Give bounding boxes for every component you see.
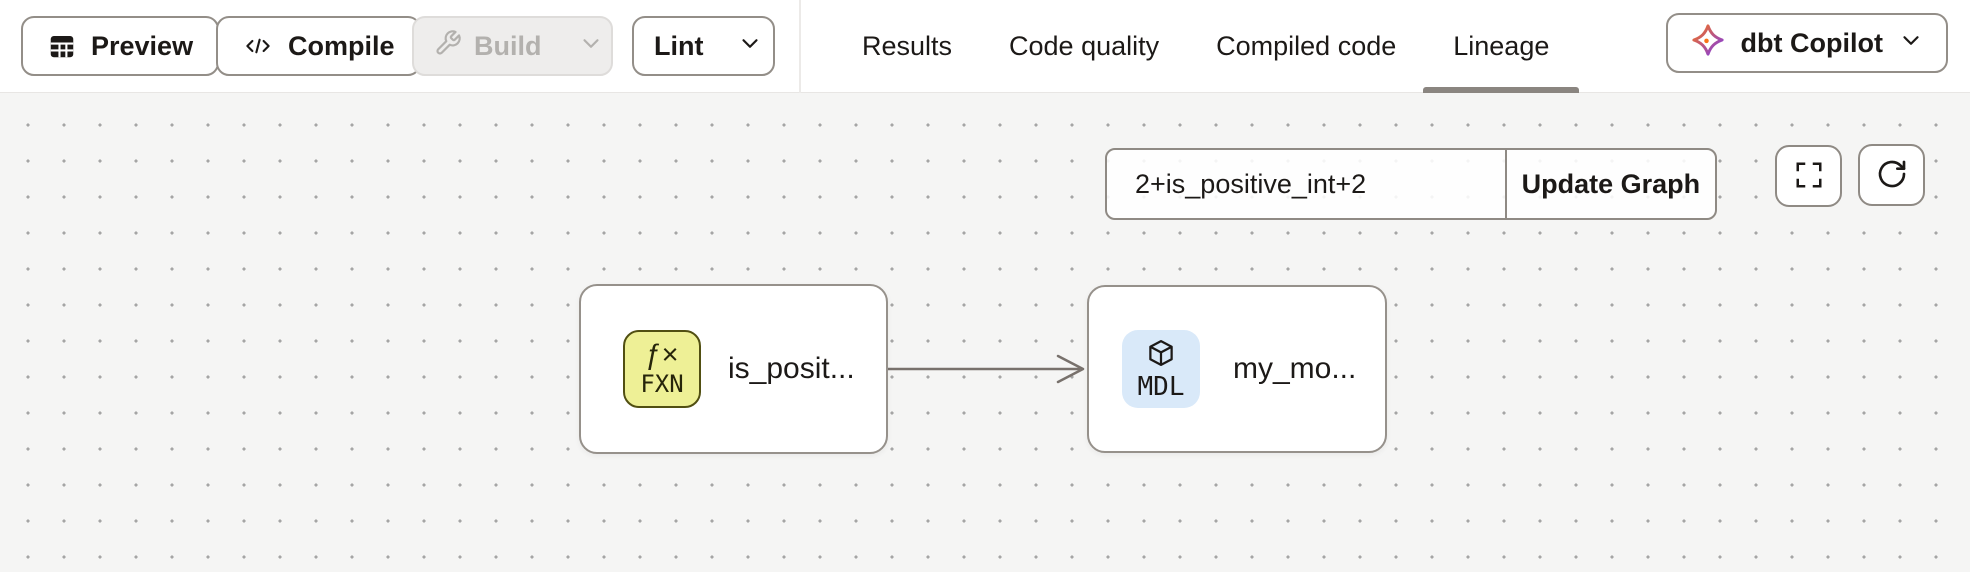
update-graph-button[interactable]: Update Graph	[1507, 150, 1715, 218]
lint-button-label: Lint	[654, 30, 704, 61]
preview-button[interactable]: Preview	[21, 16, 220, 76]
tab-code-quality[interactable]: Code quality	[1009, 0, 1159, 93]
preview-button-label: Preview	[91, 30, 194, 61]
refresh-graph-button[interactable]	[1858, 144, 1925, 206]
function-badge: ƒ× FXN	[623, 330, 701, 408]
results-tabs: Results Code quality Compiled code Linea…	[800, 0, 1580, 93]
code-icon	[242, 31, 274, 61]
wrench-icon	[434, 29, 462, 64]
dbt-copilot-label: dbt Copilot	[1740, 27, 1883, 58]
tab-results[interactable]: Results	[862, 0, 952, 93]
compile-button[interactable]: Compile	[216, 16, 421, 76]
fullscreen-icon	[1794, 160, 1824, 193]
model-badge-label: MDL	[1137, 371, 1185, 402]
fx-icon: ƒ×	[645, 339, 679, 371]
compile-button-label: Compile	[288, 30, 395, 61]
chevron-down-icon	[737, 30, 763, 63]
node-label: is_posit...	[728, 352, 855, 385]
fullscreen-button[interactable]	[1775, 145, 1842, 207]
build-button[interactable]: Build	[414, 18, 562, 74]
tab-code-quality-label: Code quality	[1009, 31, 1160, 61]
tab-results-label: Results	[862, 31, 953, 61]
tab-compiled-code-label: Compiled code	[1216, 31, 1397, 61]
tab-lineage[interactable]: Lineage	[1423, 0, 1580, 93]
tab-compiled-code[interactable]: Compiled code	[1216, 0, 1396, 93]
node-label: my_mo...	[1233, 352, 1357, 385]
lint-dropdown-button[interactable]	[723, 18, 773, 74]
lint-button[interactable]: Lint	[634, 18, 723, 74]
lint-split-button: Lint	[632, 16, 775, 76]
chevron-down-icon	[1898, 27, 1924, 60]
dbt-copilot-button[interactable]: dbt Copilot	[1665, 13, 1948, 73]
chevron-down-icon	[578, 30, 604, 63]
lineage-selector-input[interactable]	[1107, 150, 1505, 218]
model-badge: MDL	[1122, 330, 1200, 408]
toolbar-divider	[799, 0, 801, 93]
lineage-node-model[interactable]: MDL my_mo...	[1087, 285, 1387, 453]
build-dropdown-button[interactable]	[562, 18, 612, 74]
lineage-selector-control: Update Graph	[1105, 148, 1717, 220]
refresh-icon	[1876, 158, 1908, 193]
tab-lineage-label: Lineage	[1453, 31, 1550, 61]
cube-icon	[1146, 338, 1176, 373]
table-icon	[47, 31, 77, 61]
divider	[1505, 150, 1507, 218]
lineage-canvas[interactable]: Update Graph ƒ× FXN is_posit...	[0, 93, 1970, 572]
lineage-node-function[interactable]: ƒ× FXN is_posit...	[579, 284, 888, 454]
build-button-label: Build	[474, 30, 542, 61]
dbt-copilot-icon	[1690, 22, 1726, 65]
function-badge-label: FXN	[640, 370, 684, 398]
build-split-button: Build	[412, 16, 613, 76]
editor-toolbar: Preview Compile Build	[0, 0, 1970, 93]
